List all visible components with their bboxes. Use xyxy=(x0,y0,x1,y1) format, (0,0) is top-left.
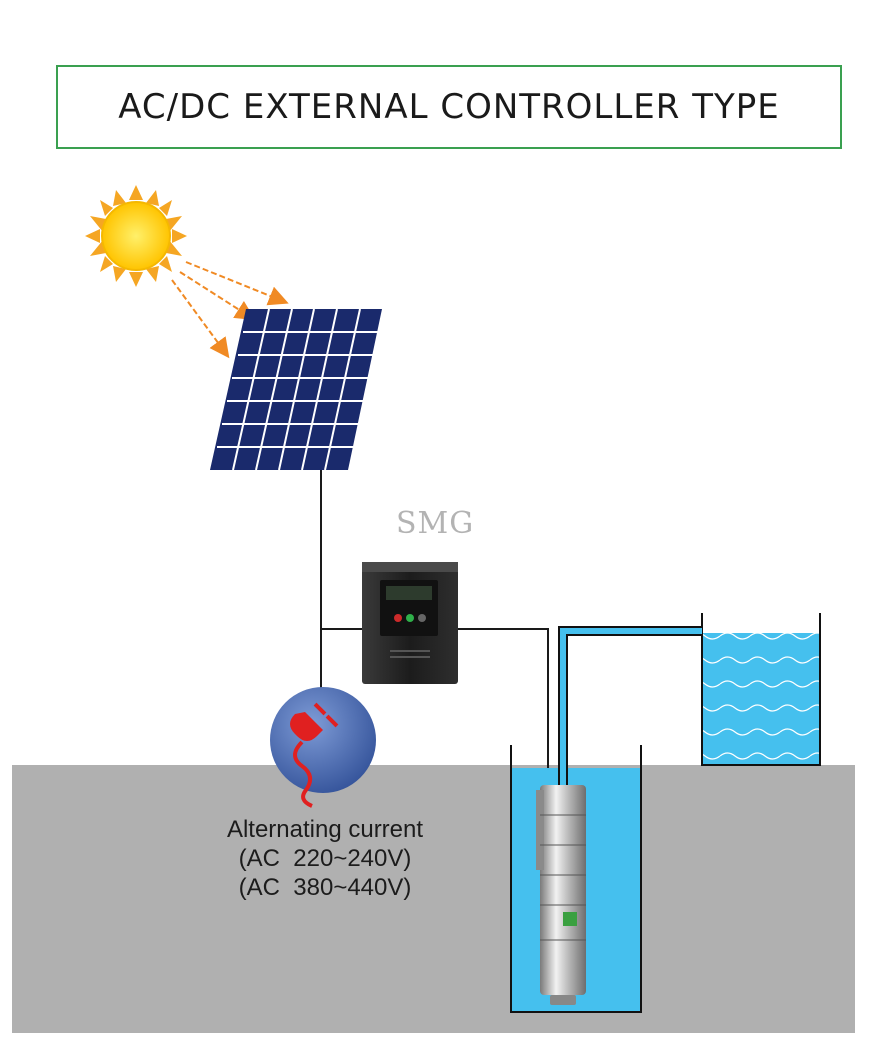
pump-icon xyxy=(536,785,586,1005)
brand-label: SMG xyxy=(396,506,475,541)
water-tank-icon xyxy=(701,613,821,766)
power-plug-icon xyxy=(270,687,376,808)
ac-label-range-2: (AC 380~440V) xyxy=(238,874,412,901)
sun-icon xyxy=(85,185,187,287)
wiring xyxy=(320,470,549,785)
ac-source-label: Alternating current (AC 220~240V) (AC 38… xyxy=(175,815,475,902)
page-title: AC/DC EXTERNAL CONTROLLER TYPE xyxy=(118,87,780,127)
sun-rays xyxy=(171,261,289,359)
delivery-pipe xyxy=(558,626,702,785)
ac-label-title: Alternating current xyxy=(226,816,424,843)
controller-icon xyxy=(362,562,458,684)
ac-label-range-1: (AC 220~240V) xyxy=(238,845,412,872)
solar-panel-icon xyxy=(210,308,382,471)
title-box: AC/DC EXTERNAL CONTROLLER TYPE xyxy=(56,65,842,149)
ground xyxy=(12,765,855,1033)
